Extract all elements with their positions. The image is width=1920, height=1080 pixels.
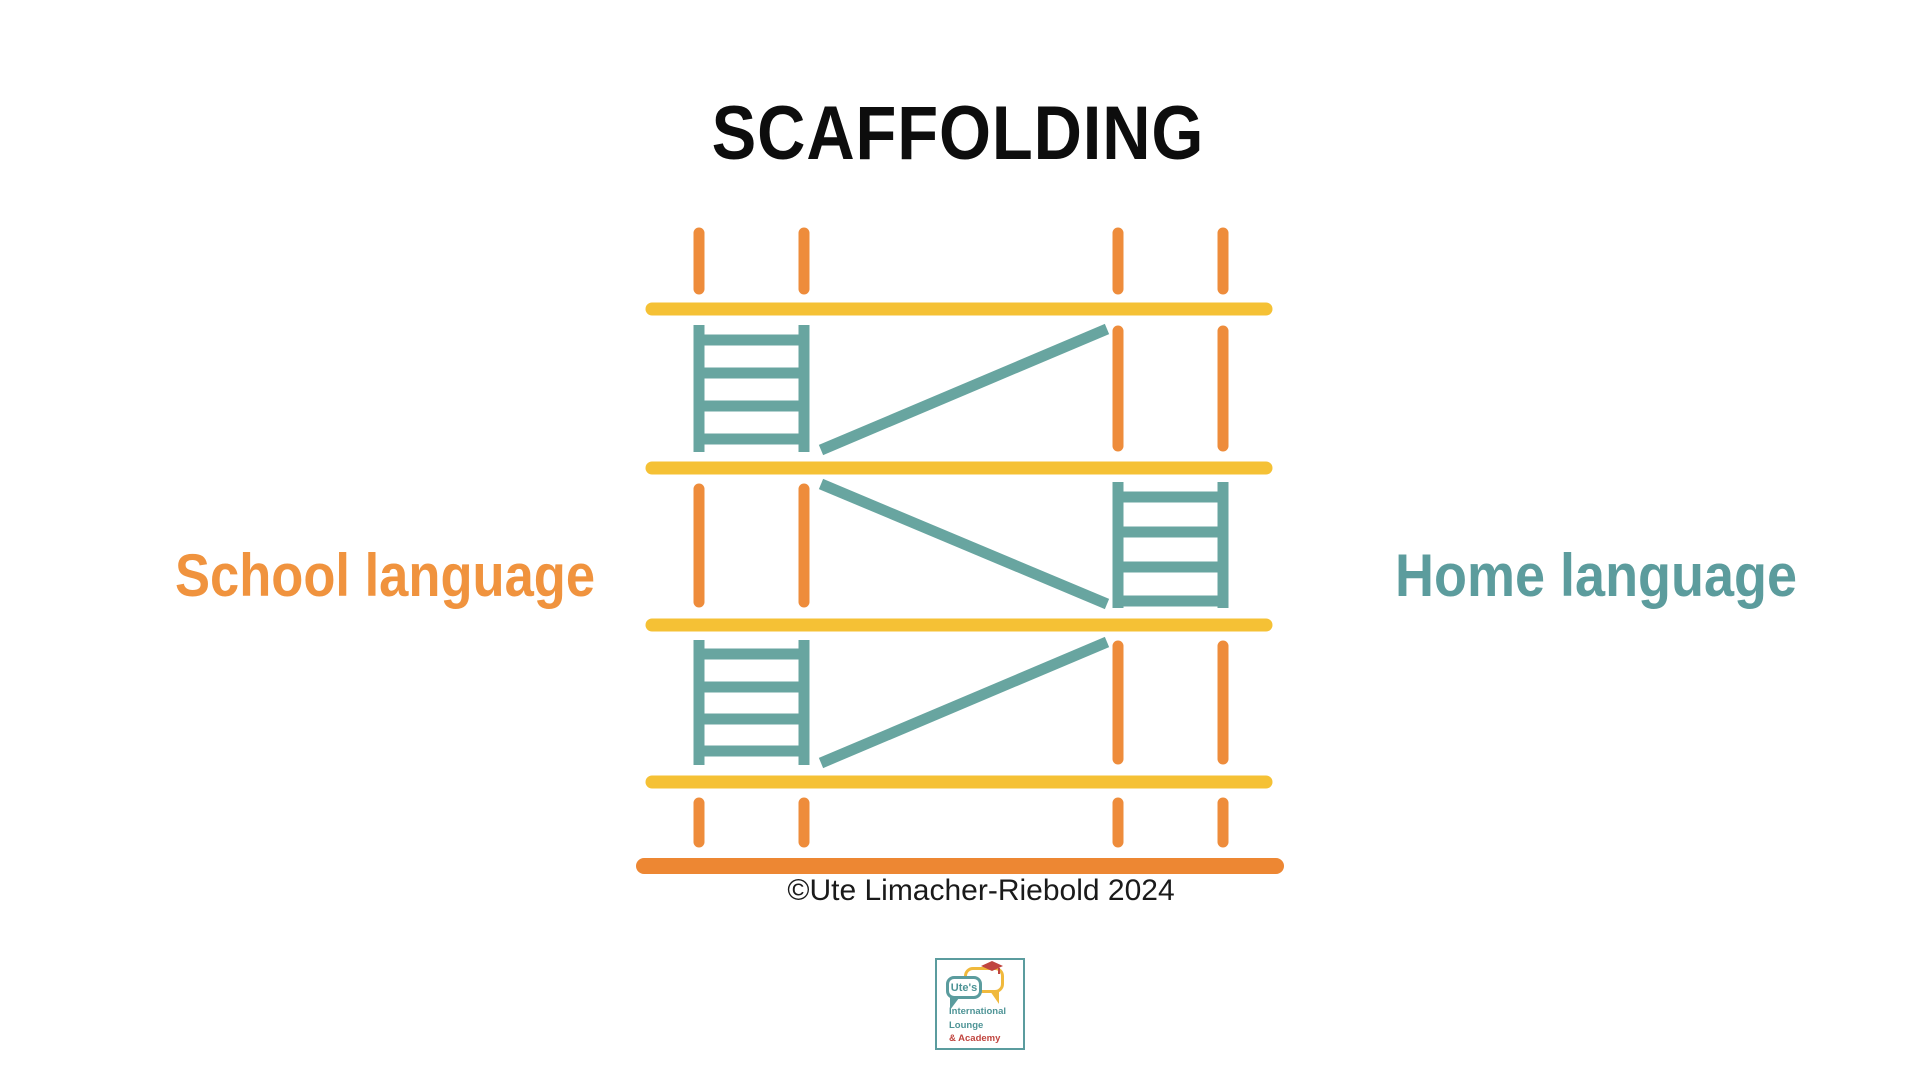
- logo-speech-bubble-teal-tail: [950, 998, 959, 1010]
- logo-speech-bubble-yellow-tail: [990, 991, 999, 1004]
- logo-line-academy: & Academy: [949, 1033, 1001, 1044]
- diagonal-brace-section1: [818, 323, 1110, 456]
- home-language-label: Home language: [1395, 542, 1798, 609]
- logo-line-international: International: [949, 1006, 1007, 1017]
- copyright-text: ©Ute Limacher-Riebold 2024: [787, 874, 1175, 907]
- logo-badge: Ute's International Lounge & Academy: [935, 958, 1025, 1050]
- scaffold-platform-bars: [645, 302, 1273, 789]
- diagonal-braces: [818, 323, 1110, 769]
- diagonal-brace-section2: [818, 478, 1110, 610]
- graduation-cap-icon: [981, 961, 1003, 974]
- logo-bubble-text: Ute's: [950, 981, 978, 994]
- ladder-section3-left: [693, 640, 810, 765]
- logo-line-lounge: Lounge: [949, 1019, 984, 1031]
- ladder-section1-left: [693, 325, 810, 452]
- page-title: SCAFFOLDING: [711, 91, 1205, 176]
- diagonal-brace-section3: [818, 636, 1110, 769]
- ladder-section2-right: [1112, 482, 1229, 608]
- logo-text-lines: International Lounge & Academy: [949, 1005, 1006, 1046]
- scaffold-posts: [693, 227, 1229, 848]
- school-language-label: School language: [175, 542, 596, 609]
- logo-speech-bubble-teal: Ute's: [946, 976, 982, 999]
